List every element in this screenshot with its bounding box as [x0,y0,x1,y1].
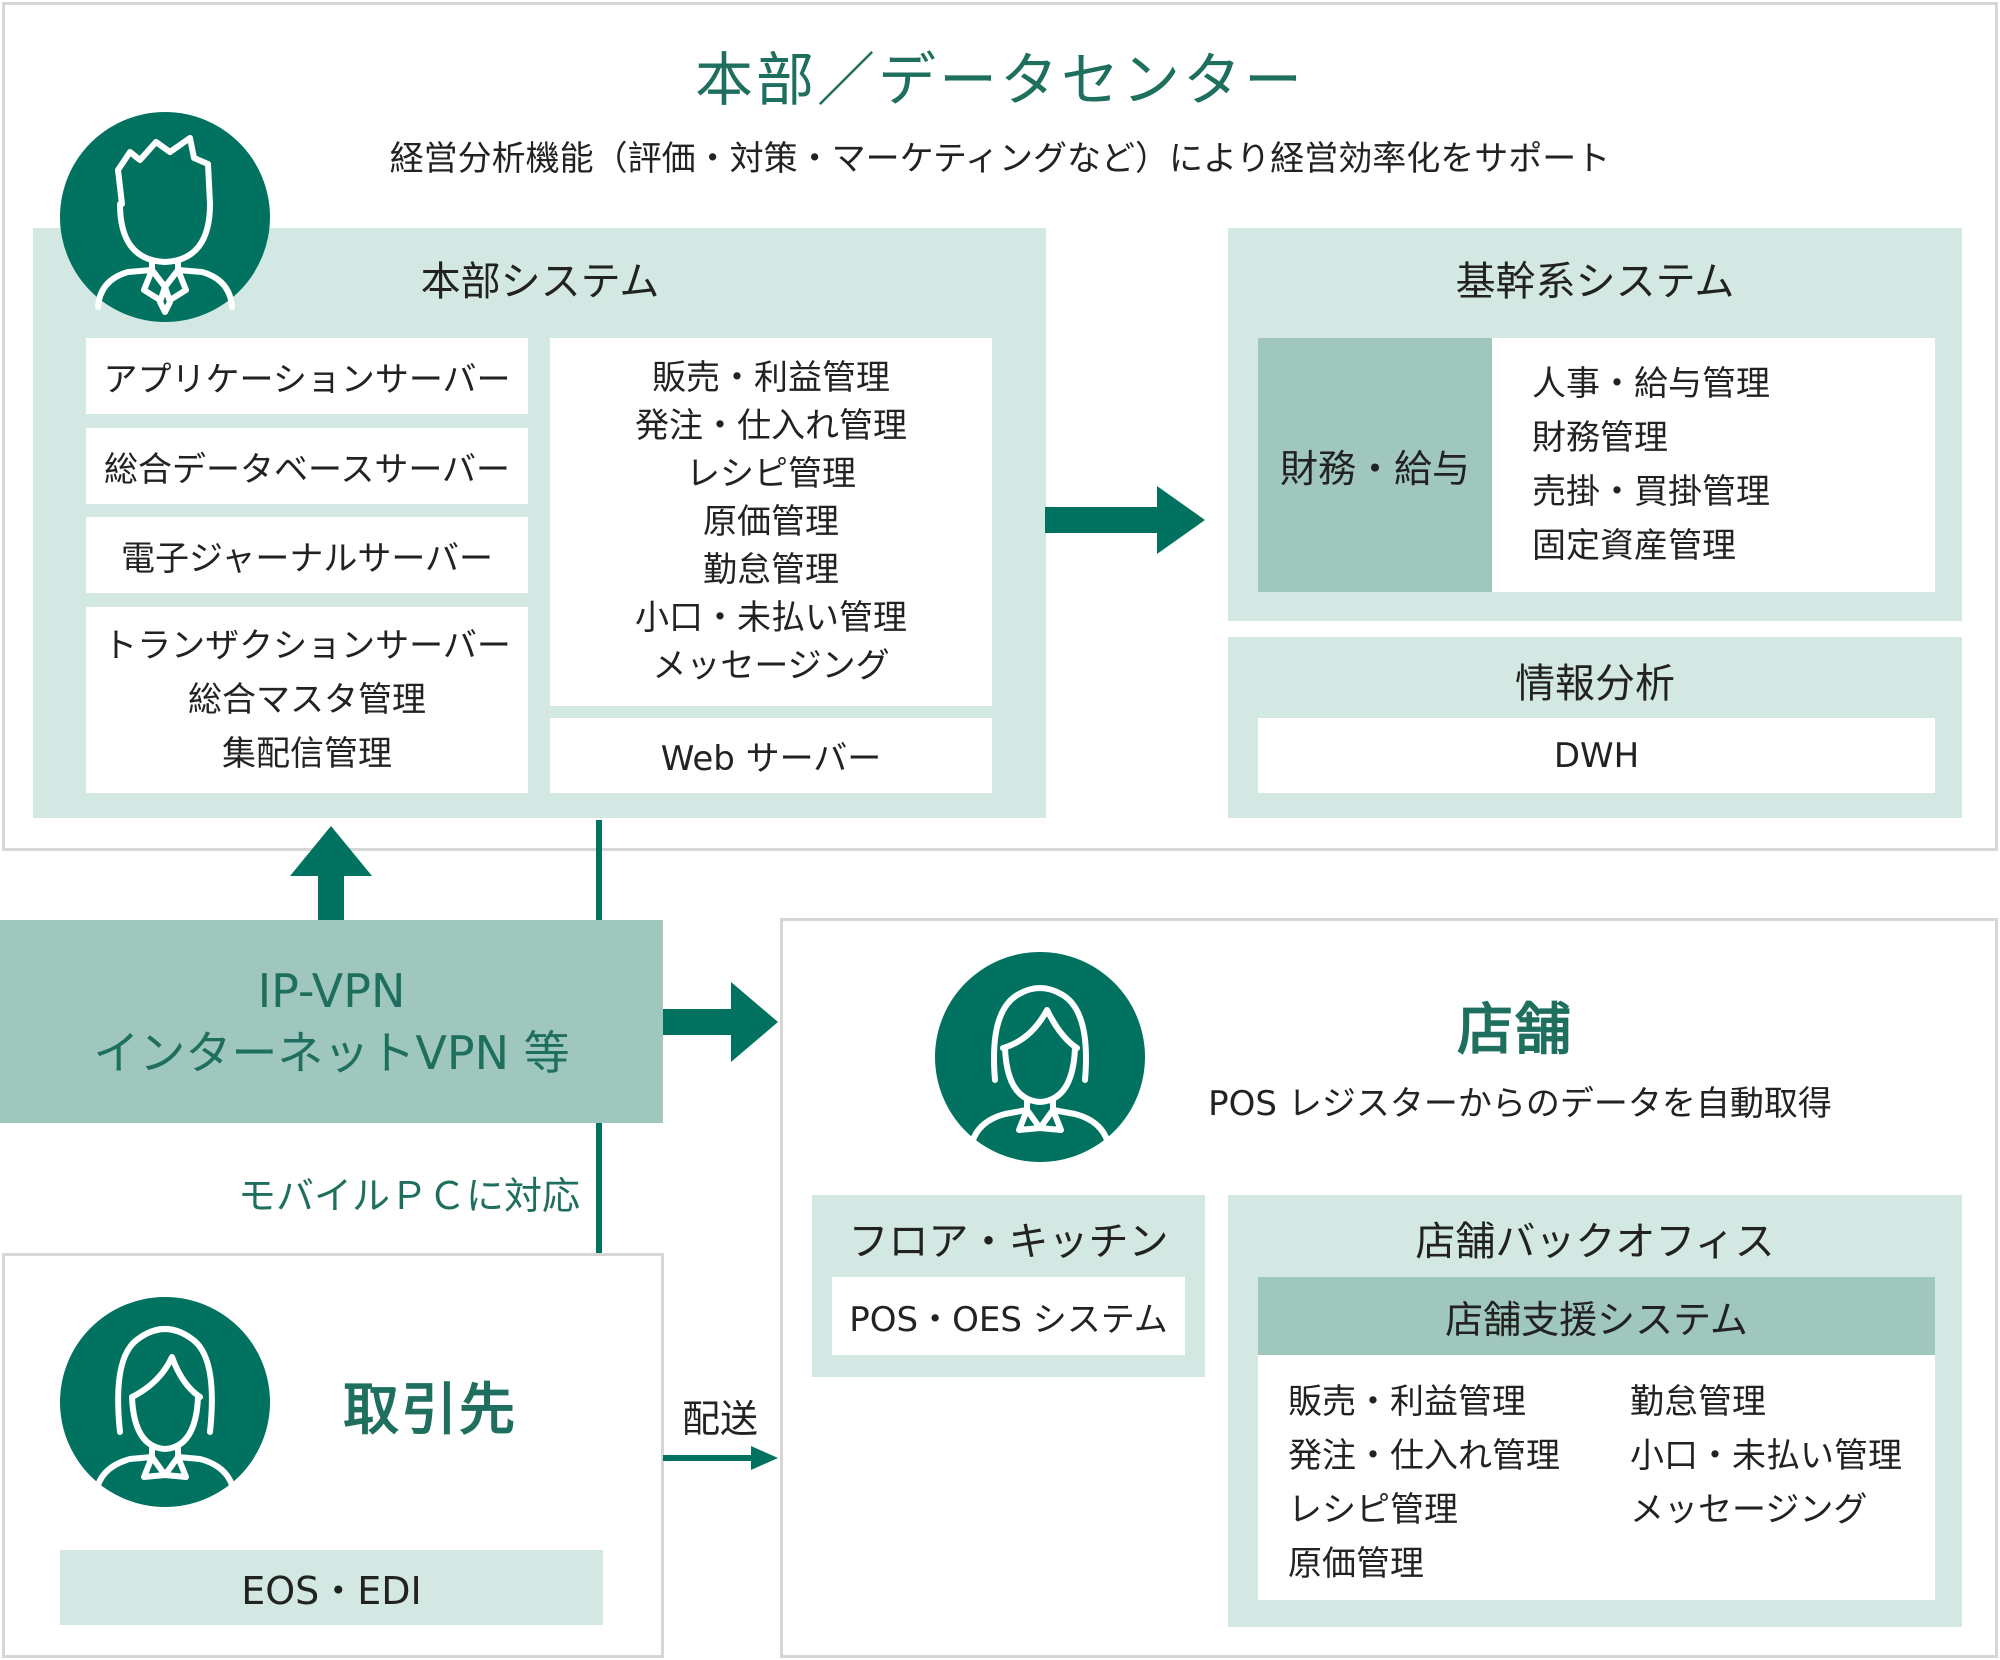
function-item: 発注・仕入れ管理 [635,406,907,446]
function-item: レシピ管理 [686,454,856,494]
support-col-2: 勤怠管理 小口・未払い管理 メッセージング [1630,1375,1930,1537]
arrow-right-icon [663,1446,778,1470]
function-item: メッセージング [652,646,890,686]
core-item: 売掛・買掛管理 [1532,472,1770,512]
hq-subtitle: 経営分析機能（評価・対策・マーケティングなど）により経営効率化をサポート [389,138,1611,179]
function-item: 勤怠管理 [703,550,839,590]
transaction-line: 集配信管理 [222,734,392,774]
core-item: 人事・給与管理 [1532,364,1770,404]
support-item: 勤怠管理 [1630,1382,1766,1422]
store-subtitle: POS レジスターからのデータを自動取得 [1208,1083,1832,1124]
female-person-icon [60,1297,270,1507]
support-item: 発注・仕入れ管理 [1288,1436,1560,1476]
vpn-line1: IP-VPN [257,963,406,1018]
function-item: 販売・利益管理 [652,358,890,398]
store-support-title: 店舗支援システム [1258,1277,1935,1355]
support-item: レシピ管理 [1288,1490,1458,1530]
web-server-box: Web サーバー [550,718,992,793]
floor-kitchen-title: フロア・キッチン [848,1219,1169,1265]
server-item-database: 総合データベースサーバー [86,428,528,504]
back-office-title: 店舗バックオフィス [1415,1219,1775,1265]
arrow-up-icon [290,826,372,922]
hq-system-title: 本部システム [420,259,660,305]
support-item: 原価管理 [1288,1544,1424,1584]
connector-line-bottom [596,1123,602,1253]
vpn-block: IP-VPN インターネットVPN 等 [0,920,663,1123]
finance-block: 財務・給与 [1258,338,1492,592]
support-item: 小口・未払い管理 [1630,1436,1902,1476]
function-item: 原価管理 [703,502,839,542]
hq-title: 本部／データセンター [694,46,1305,114]
transaction-line: 総合マスタ管理 [188,680,426,720]
mobile-support-label: モバイルＰＣに対応 [237,1174,580,1218]
server-item-journal: 電子ジャーナルサーバー [86,517,528,593]
core-item: 固定資産管理 [1532,526,1736,566]
analysis-title: 情報分析 [1515,661,1675,707]
core-system-title: 基幹系システム [1455,259,1735,305]
supplier-title: 取引先 [343,1377,517,1443]
function-item: 小口・未払い管理 [635,598,907,638]
core-item-list: 人事・給与管理 財務管理 売掛・買掛管理 固定資産管理 [1492,338,1935,592]
female-person-icon [935,952,1145,1162]
support-item: メッセージング [1630,1490,1868,1530]
pos-oes-box: POS・OES システム [832,1277,1185,1355]
store-support-list [1258,1355,1935,1600]
hq-function-list: 販売・利益管理 発注・仕入れ管理 レシピ管理 原価管理 勤怠管理 小口・未払い管… [550,338,992,706]
support-col-1: 販売・利益管理 発注・仕入れ管理 レシピ管理 原価管理 [1288,1375,1608,1591]
core-item: 財務管理 [1532,418,1668,458]
server-item-application: アプリケーションサーバー [86,338,528,414]
server-item-transaction: トランザクションサーバー 総合マスタ管理 集配信管理 [86,607,528,793]
dwh-box: DWH [1258,718,1935,793]
transaction-line: トランザクションサーバー [103,626,511,666]
store-title: 店舗 [1457,997,1573,1063]
vpn-line2: インターネットVPN 等 [93,1025,570,1080]
delivery-label: 配送 [681,1396,758,1441]
arrow-right-icon [663,982,778,1062]
support-item: 販売・利益管理 [1288,1382,1526,1422]
eos-edi-box: EOS・EDI [60,1550,603,1625]
arrow-right-icon [1045,486,1205,554]
male-person-icon [60,112,270,322]
connector-line-top [596,820,602,920]
